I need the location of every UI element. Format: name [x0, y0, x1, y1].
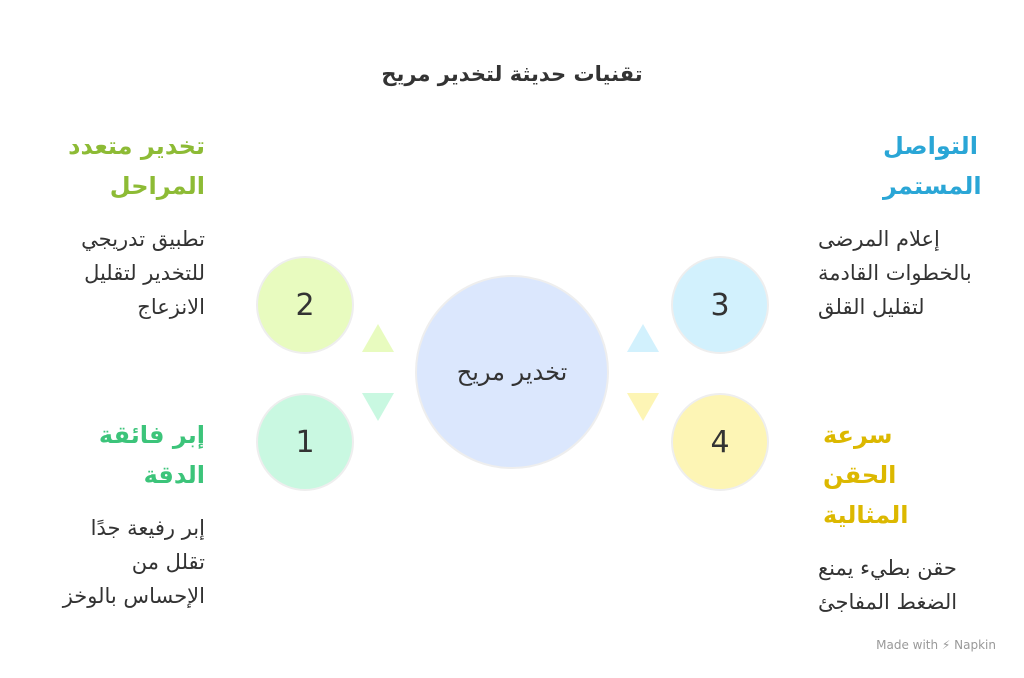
triangle-up-icon	[362, 324, 394, 352]
step-number: 3	[710, 287, 730, 323]
step-number: 2	[295, 287, 315, 323]
item-body: حقن بطيء يمنع الضغط المفاجئ	[818, 556, 958, 614]
item-body: إعلام المرضى بالخطوات القادمة لتقليل الق…	[818, 227, 972, 319]
item-1: إبر فائقة الدقة إبر رفيعة جدًا تقلل من ا…	[35, 415, 205, 613]
triangle-down-icon	[362, 393, 394, 421]
item-title: إبر فائقة الدقة	[98, 421, 205, 489]
triangle-down-icon	[627, 393, 659, 421]
step-circle-3: 3	[671, 256, 769, 354]
item-3: التواصل المستمر إعلام المرضى بالخطوات ال…	[818, 126, 983, 324]
step-circle-4: 4	[671, 393, 769, 491]
step-number: 1	[295, 424, 315, 460]
napkin-credit[interactable]: Made with ⚡ Napkin	[876, 638, 996, 652]
center-circle: تخدير مريح	[415, 275, 609, 469]
step-number: 4	[710, 424, 730, 460]
item-body: تطبيق تدريجي للتخدير لتقليل الانزعاج	[81, 227, 205, 319]
triangle-up-icon	[627, 324, 659, 352]
item-title: تخدير متعدد المراحل	[68, 132, 205, 200]
center-label: تخدير مريح	[456, 358, 568, 386]
item-4: سرعة الحقن المثالية حقن بطيء يمنع الضغط …	[818, 415, 973, 619]
item-title: سرعة الحقن المثالية	[823, 421, 909, 529]
diagram-title: تقنيات حديثة لتخدير مريح	[381, 62, 643, 86]
item-2: تخدير متعدد المراحل تطبيق تدريجي للتخدير…	[55, 126, 205, 324]
item-body: إبر رفيعة جدًا تقلل من الإحساس بالوخز	[62, 516, 205, 608]
item-title: التواصل المستمر	[883, 132, 982, 200]
step-circle-2: 2	[256, 256, 354, 354]
step-circle-1: 1	[256, 393, 354, 491]
